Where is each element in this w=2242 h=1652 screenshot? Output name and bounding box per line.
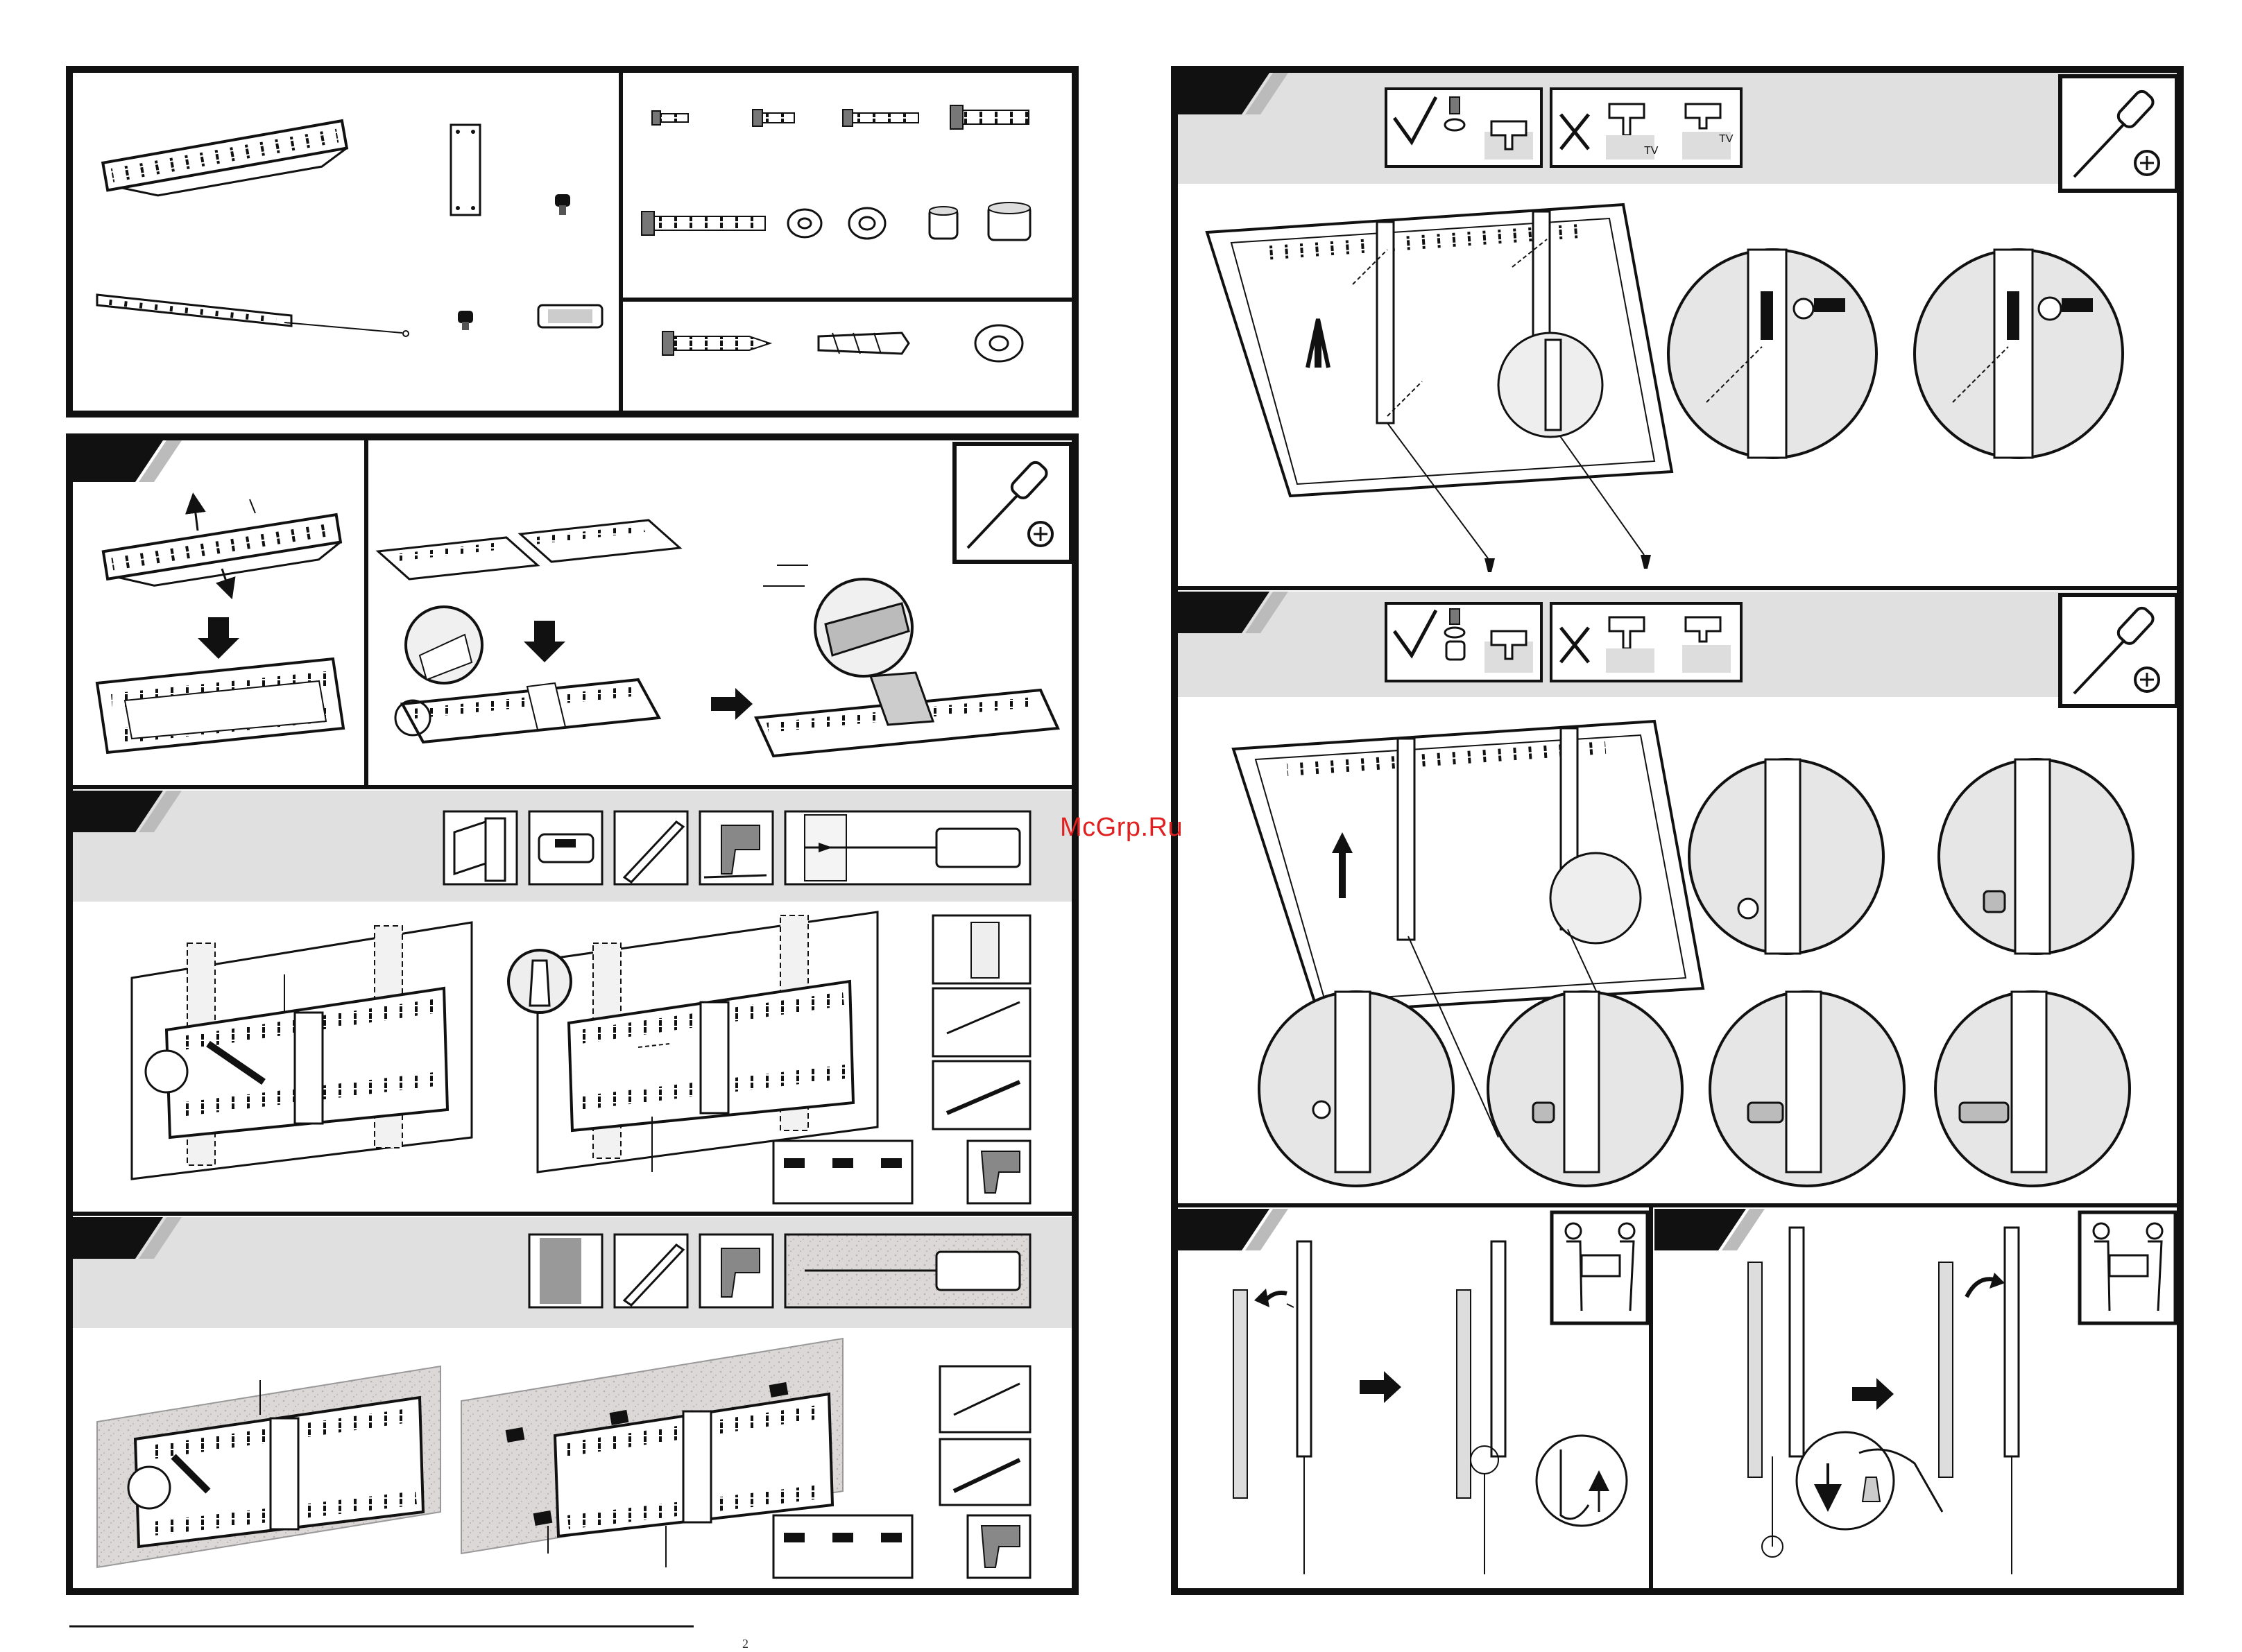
phillips-screwdriver-icon bbox=[955, 444, 1071, 562]
spirit-level-icon bbox=[773, 1141, 912, 1203]
phillips-screwdriver-icon bbox=[2060, 595, 2177, 706]
tv-screw-m4-short bbox=[652, 111, 688, 125]
wall-washer bbox=[975, 325, 1022, 361]
tool-icons-wood bbox=[444, 811, 1030, 884]
phillips-screwdriver-icon bbox=[2060, 76, 2177, 191]
spacer-long bbox=[989, 203, 1030, 240]
concrete-anchor bbox=[819, 333, 909, 354]
parts-box bbox=[69, 69, 1075, 414]
incorrect-example-spacer bbox=[1551, 603, 1741, 681]
two-person-lift-icon bbox=[2080, 1212, 2175, 1323]
washer-large bbox=[849, 208, 885, 239]
correct-example bbox=[1386, 89, 1541, 166]
page-number: 2 bbox=[742, 1637, 748, 1651]
spacer-short bbox=[930, 207, 957, 239]
two-person-lift-icon bbox=[1552, 1212, 1648, 1323]
spirit-level-icon bbox=[773, 1515, 912, 1578]
detail-magnifier-washer-alt bbox=[1915, 250, 2123, 458]
spacer-block-part bbox=[538, 305, 602, 327]
incorrect-example: TV TV bbox=[1551, 89, 1741, 166]
correct-example-spacer bbox=[1386, 603, 1541, 681]
step-assembly-box bbox=[69, 437, 1075, 1592]
detail-magnifier-washer bbox=[1668, 250, 1876, 458]
tv-label: TV bbox=[1644, 145, 1659, 157]
connector-plate bbox=[451, 125, 480, 215]
washer-small bbox=[788, 209, 821, 237]
watermark: McGrp.Ru bbox=[1060, 813, 1183, 843]
tv-label: TV bbox=[1719, 133, 1734, 145]
right-page-box: TV TV bbox=[1174, 69, 2180, 1592]
